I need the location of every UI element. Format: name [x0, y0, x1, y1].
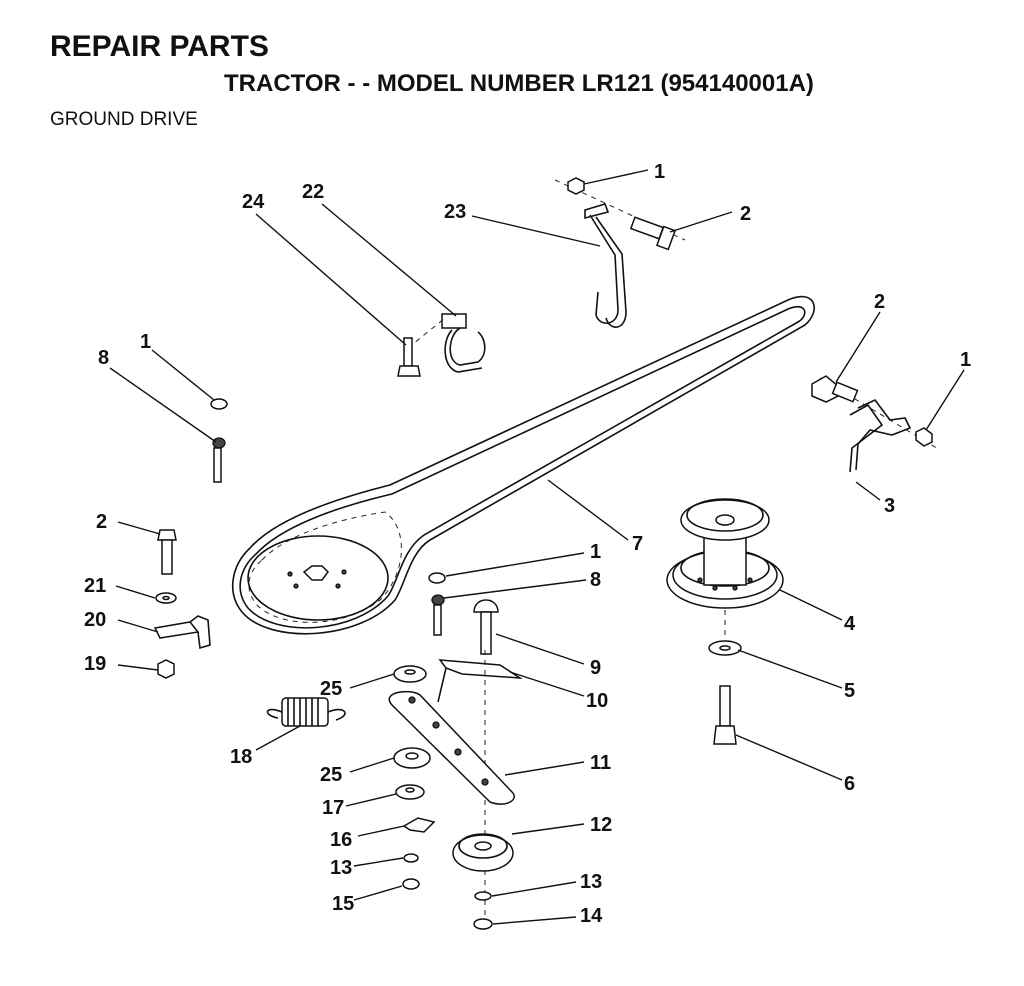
callout-8: 8	[98, 347, 109, 369]
clip-16	[402, 817, 436, 833]
nut-top	[567, 177, 585, 195]
nut-1-right	[915, 427, 933, 447]
bolt-2-left	[157, 529, 177, 541]
left-lower-group	[153, 529, 211, 679]
nut-19	[157, 659, 175, 679]
carriage-bolt-9	[473, 599, 499, 613]
idler-arm-11	[388, 690, 515, 805]
callout-22: 22	[302, 181, 324, 203]
washer-13-right	[474, 891, 492, 901]
callout-24: 24	[242, 191, 265, 213]
callout-20: 20	[84, 609, 106, 631]
callout-9: 9	[590, 657, 601, 679]
callout-5: 5	[844, 680, 855, 702]
section-heading: GROUND DRIVE	[50, 109, 198, 130]
drive-belt	[232, 295, 815, 635]
callout-2: 2	[874, 291, 885, 313]
shoulder-bolt-8-left	[212, 437, 226, 449]
top-bracket-group	[554, 177, 686, 328]
callout-13: 13	[330, 857, 352, 879]
washer-13-left	[403, 853, 419, 863]
callout-7: 7	[632, 533, 643, 555]
belt-guide-group	[397, 313, 486, 377]
left-upper-group	[210, 398, 228, 483]
callout-2: 2	[740, 203, 751, 225]
callout-23: 23	[444, 201, 466, 223]
callout-16: 16	[330, 829, 352, 851]
callout-15: 15	[332, 893, 354, 915]
nut-1-center	[428, 572, 446, 584]
callout-13: 13	[580, 871, 602, 893]
nut-1-left	[210, 398, 228, 410]
callout-1: 1	[590, 541, 601, 563]
callout-1: 1	[654, 161, 665, 183]
callout-4: 4	[844, 613, 856, 635]
callout-14: 14	[580, 905, 603, 927]
bracket-20	[153, 621, 200, 639]
pulley-stack	[666, 498, 784, 745]
shoulder-bolt-8-center	[431, 594, 445, 606]
callout-19: 19	[84, 653, 106, 675]
nut-14	[473, 918, 493, 930]
bolt-top	[629, 216, 665, 240]
callout-12: 12	[590, 814, 612, 836]
page-title: REPAIR PARTS	[50, 30, 269, 63]
nut-15	[402, 878, 420, 890]
callout-21: 21	[84, 575, 106, 597]
idler-bracket-10	[438, 659, 523, 679]
callout-labels: 1 2 23 22 24 1 8 2 1 3 4 5 6 7 1 8 9 10 …	[84, 161, 971, 927]
callout-6: 6	[844, 773, 855, 795]
callout-10: 10	[586, 690, 608, 712]
idler-arm-group	[388, 572, 523, 930]
callout-3: 3	[884, 495, 895, 517]
callout-1: 1	[960, 349, 971, 371]
callout-25: 25	[320, 678, 342, 700]
callout-18: 18	[230, 746, 252, 768]
callout-8: 8	[590, 569, 601, 591]
idler-pulley-12	[452, 834, 514, 872]
callout-25: 25	[320, 764, 342, 786]
spring-18	[266, 697, 346, 727]
model-subtitle: TRACTOR - - MODEL NUMBER LR121 (95414000…	[224, 70, 814, 97]
callout-1: 1	[140, 331, 151, 353]
callout-2: 2	[96, 511, 107, 533]
belt-guide-22	[441, 313, 467, 329]
leader-lines	[109, 169, 965, 925]
callout-17: 17	[322, 797, 344, 819]
callout-11: 11	[590, 752, 611, 774]
bolt-24	[403, 337, 413, 367]
bolt-6	[719, 685, 731, 727]
left-spacer-stack	[393, 665, 436, 890]
right-upper-group	[811, 375, 941, 473]
